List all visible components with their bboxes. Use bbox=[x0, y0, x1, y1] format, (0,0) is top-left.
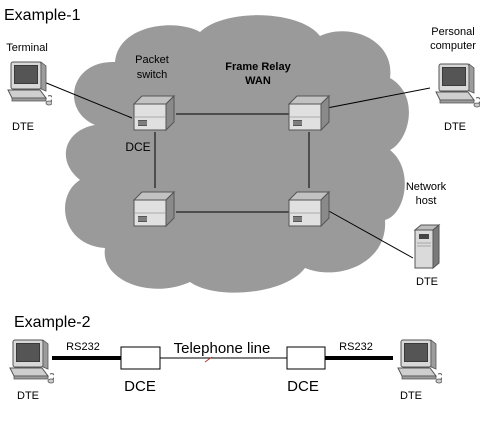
switch-dce-label: DCE bbox=[125, 140, 150, 154]
host-link bbox=[326, 209, 414, 259]
host-dte-label: DTE bbox=[416, 276, 438, 288]
example-2-heading: Example-2 bbox=[14, 314, 91, 331]
rs232-label-left: RS232 bbox=[66, 341, 100, 353]
terminal-link bbox=[43, 81, 133, 119]
host-label-1: Network bbox=[406, 181, 447, 193]
dce-label-left: DCE bbox=[124, 378, 156, 395]
wan-title-2: WAN bbox=[245, 75, 271, 87]
telephone-line-label: Telephone line bbox=[174, 340, 271, 357]
right-computer-icon bbox=[397, 339, 442, 384]
dte-label-left: DTE bbox=[17, 390, 39, 402]
personal-computer-icon bbox=[435, 63, 480, 108]
dte-label-right: DTE bbox=[400, 390, 422, 402]
packet-switch-label-2: switch bbox=[137, 69, 168, 81]
frame-relay-cloud bbox=[65, 15, 409, 293]
left-computer-icon bbox=[9, 339, 54, 384]
dce-box-left bbox=[120, 346, 161, 370]
pc-link bbox=[326, 87, 431, 109]
rs232-label-right: RS232 bbox=[339, 341, 373, 353]
pc-dte-label: DTE bbox=[444, 121, 466, 133]
network-host-icon bbox=[414, 224, 440, 269]
packet-switch-label-1: Packet bbox=[135, 54, 169, 66]
packet-switch-top-left bbox=[133, 95, 175, 131]
dce-label-right: DCE bbox=[287, 378, 319, 395]
pc-label-1: Personal bbox=[431, 26, 474, 38]
terminal-icon bbox=[7, 61, 52, 106]
pc-label-2: computer bbox=[430, 40, 476, 52]
packet-switch-top-right bbox=[288, 95, 330, 131]
wan-title-1: Frame Relay bbox=[225, 61, 291, 73]
telephone-line-mark bbox=[204, 356, 213, 363]
packet-switch-bottom-right bbox=[288, 191, 330, 227]
terminal-dte-label: DTE bbox=[12, 121, 34, 133]
host-label-2: host bbox=[416, 195, 437, 207]
dce-box-right bbox=[286, 346, 326, 370]
example-1-heading: Example-1 bbox=[4, 7, 81, 24]
packet-switch-bottom-left bbox=[133, 191, 175, 227]
terminal-label: Terminal bbox=[6, 42, 48, 54]
